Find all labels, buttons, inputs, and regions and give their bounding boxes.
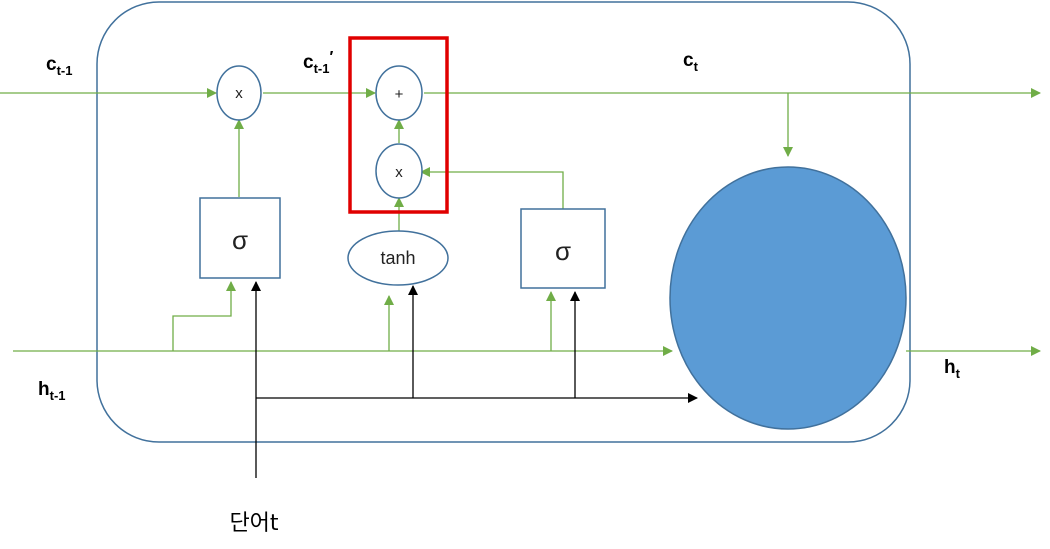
sigma-input-symbol: σ: [555, 236, 571, 266]
input-multiply-node: [375, 143, 423, 199]
sigma-forget-symbol: σ: [232, 225, 248, 255]
cell-state-flow: [0, 88, 1041, 356]
tanh-label: tanh: [380, 248, 415, 268]
label-h-prev: ht-1: [38, 379, 66, 403]
sigma-input-gate: [520, 208, 606, 289]
label-input-word: 단어t: [229, 511, 278, 536]
input-multiply-symbol: x: [395, 164, 403, 181]
tanh-node: [347, 230, 449, 286]
label-h-t: ht: [944, 357, 961, 381]
add-node: [375, 65, 423, 121]
label-c-t: ct: [683, 50, 699, 74]
forget-multiply-node: [216, 65, 262, 121]
output-circle: [669, 166, 907, 430]
add-symbol: +: [395, 86, 404, 103]
sigma-forget-gate: [199, 197, 281, 279]
label-c-prev: ct-1: [46, 54, 72, 78]
forget-multiply-symbol: x: [235, 85, 243, 102]
highlight-box: [348, 36, 449, 214]
word-input-flow: [251, 281, 698, 478]
lstm-cell-boundary: [96, 1, 911, 443]
label-c-prime: ct-1′: [303, 49, 333, 76]
